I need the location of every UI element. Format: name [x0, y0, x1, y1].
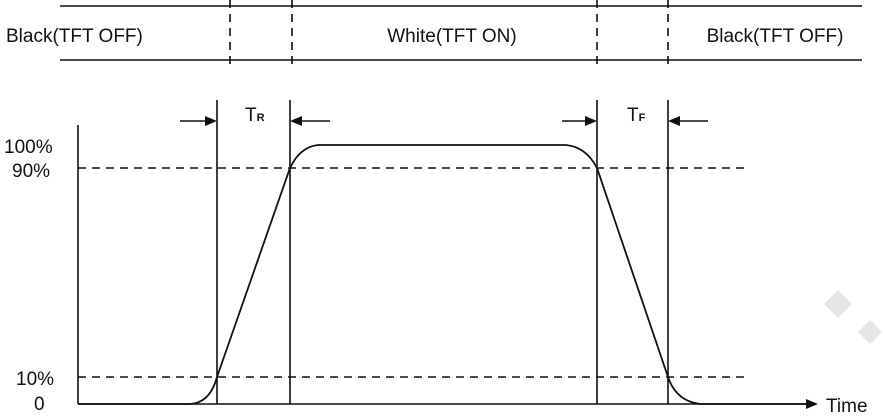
- y-tick-label-0: 0: [34, 394, 45, 415]
- y-tick-label-90: 90%: [12, 161, 50, 182]
- response-curve: [78, 144, 808, 405]
- fall-time-label: TF: [627, 105, 646, 126]
- fall-arrow-right-head: [668, 116, 680, 126]
- y-tick-label-100: 100%: [4, 137, 53, 158]
- state-label-white-on: White(TFT ON): [387, 26, 516, 47]
- x-axis-label: Time: [826, 396, 868, 417]
- rise-arrow-left-head: [205, 116, 217, 126]
- rise-time-label: TR: [245, 105, 265, 126]
- fall-arrow-left-head: [585, 116, 597, 126]
- rise-arrow-right-head: [290, 116, 302, 126]
- state-label-black-off-left: Black(TFT OFF): [6, 26, 143, 47]
- watermark-diamond-1: [824, 290, 852, 318]
- y-tick-label-10: 10%: [16, 369, 54, 390]
- x-axis-arrowhead: [806, 399, 818, 409]
- state-label-black-off-right: Black(TFT OFF): [707, 26, 844, 47]
- watermark-diamond-2: [858, 320, 882, 344]
